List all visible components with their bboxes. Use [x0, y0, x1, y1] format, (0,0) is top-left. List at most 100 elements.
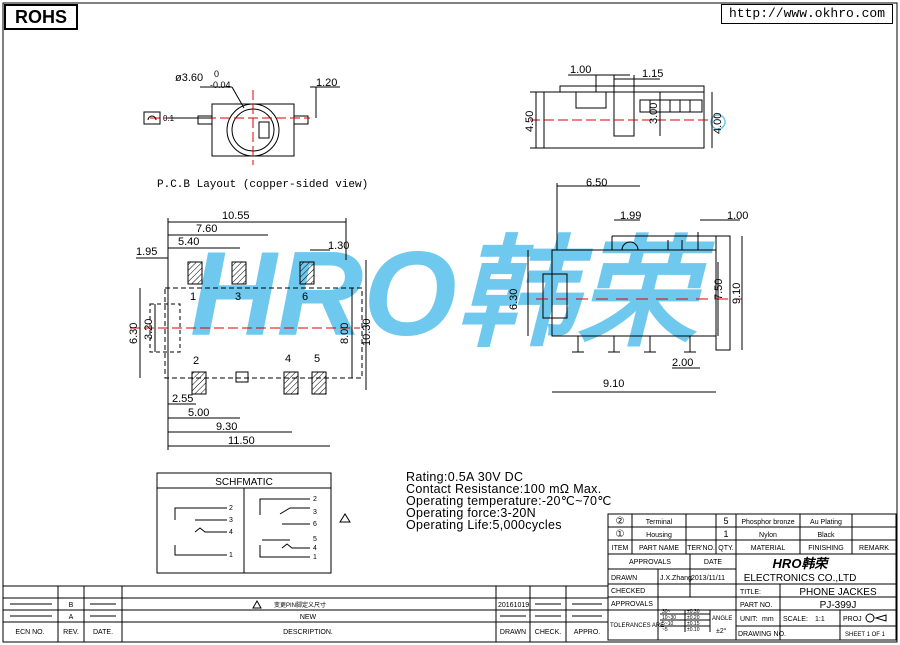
- dim-5-40: 5.40: [178, 236, 199, 248]
- tb-part-no-label: PART NO.: [740, 602, 772, 609]
- tol-range-4: ~5: [662, 627, 668, 633]
- spec-operating-life: Operating Life:5,000cycles: [406, 518, 562, 532]
- bom-header-ter-no: TER'NO.: [687, 545, 715, 552]
- dim-4-50: 4.50: [524, 111, 536, 132]
- tb-date-header: DATE: [704, 559, 722, 566]
- dim-1-00-top: 1.00: [570, 64, 591, 76]
- rev-a-desc: NEW: [300, 614, 317, 621]
- dim-1-95: 1.95: [136, 246, 157, 258]
- pin-label-5: 5: [314, 353, 320, 365]
- rev-b: B: [69, 602, 74, 609]
- rev-b-desc: 变更PIN脚定义尺寸: [274, 601, 326, 609]
- tb-drawn-by: J.X.Zhang: [660, 575, 692, 582]
- sch-right-pin-3: 3: [313, 509, 317, 516]
- tb-company: ELECTRONICS CO.,LTD: [744, 573, 857, 584]
- watermark-text: HRO韩荣: [190, 227, 716, 361]
- pcb-footprint: [130, 218, 367, 450]
- dim-0-1: 0.1: [163, 114, 175, 123]
- rev-header-drawn: DRAWN: [500, 629, 526, 636]
- dim-3-20: 3.20: [143, 319, 155, 340]
- tb-title: PHONE JACKES: [799, 587, 877, 598]
- tb-approvals-header: APPROVALS: [629, 559, 671, 566]
- schematic-box: [156, 472, 351, 574]
- pin-label-6: 6: [302, 291, 308, 303]
- bom-material-housing: Nylon: [759, 532, 777, 539]
- bom-name-terminal: Terminal: [646, 519, 673, 526]
- spec-contact-resistance: Contact Resistance:100 mΩ Max.: [406, 482, 602, 496]
- tb-title-label: TITLE:: [740, 589, 761, 596]
- spec-rating: Rating:0.5A 30V DC: [406, 470, 524, 484]
- dim-5-00: 5.00: [188, 407, 209, 419]
- tb-unit: mm: [762, 616, 774, 623]
- tb-angle-label: ANGLE: [712, 616, 732, 622]
- rev-a: A: [69, 614, 74, 621]
- tb-unit-label: UNIT:: [740, 616, 758, 623]
- rev-header-date: DATE.: [93, 629, 113, 636]
- dim-7-60: 7.60: [196, 223, 217, 235]
- bom-finish-housing: Black: [817, 532, 835, 539]
- rev-header-check: CHECK.: [535, 629, 562, 636]
- dim-diameter-tol-bot: -0.04: [210, 80, 231, 90]
- bom-qty-housing: 1: [723, 529, 728, 539]
- tol-range-3: 5~10: [662, 621, 673, 627]
- tol-value-3: ±0.15: [687, 621, 700, 627]
- pin-label-4: 4: [285, 353, 291, 365]
- specifications: Rating:0.5A 30V DC Contact Resistance:10…: [406, 470, 612, 532]
- tol-value-2: ±0.20: [687, 615, 700, 621]
- pin-label-1: 1: [190, 291, 196, 303]
- tb-tolerances-label: TOLERANCES ARE: [610, 623, 664, 629]
- tb-scale-label: SCALE:: [783, 616, 808, 623]
- bom-header-qty: QTY.: [718, 545, 733, 552]
- bom-header-part-name: PART NAME: [639, 545, 679, 552]
- tb-drawn-label: DRAWN: [611, 575, 637, 582]
- tol-range-2: 10~30: [662, 615, 676, 621]
- sch-left-pin-3: 3: [229, 517, 233, 524]
- sch-right-pin-1: 1: [313, 554, 317, 561]
- bom-header-material: MATERIAL: [751, 545, 786, 552]
- dim-2-55: 2.55: [172, 393, 193, 405]
- dim-6-30-pcb: 6.30: [128, 323, 140, 344]
- revision-table: [3, 585, 608, 642]
- tb-sheet: SHEET 1 OF 1: [845, 632, 886, 638]
- tb-part-no: PJ-399J: [820, 600, 857, 611]
- dim-9-30: 9.30: [216, 421, 237, 433]
- dim-1-99: 1.99: [620, 210, 641, 222]
- sch-right-pin-2: 2: [313, 496, 317, 503]
- title-block: [607, 553, 897, 641]
- tb-proj-label: PROJ: [843, 616, 862, 623]
- dim-diameter: ø3.60: [175, 72, 203, 84]
- dim-11-50: 11.50: [228, 435, 255, 447]
- dim-9-10-side: 9.10: [731, 283, 743, 304]
- top-view-right: [527, 183, 743, 393]
- sch-left-pin-4: 4: [229, 529, 233, 536]
- rev-header-description: DESCRIPTION.: [283, 629, 333, 636]
- tol-range-1: 30~: [662, 609, 671, 615]
- pcb-layout-caption: P.C.B Layout (copper-sided view): [157, 179, 369, 191]
- rev-header-ecn: ECN NO.: [15, 629, 44, 636]
- tb-scale: 1:1: [815, 616, 825, 623]
- dim-10-55: 10.55: [222, 210, 250, 222]
- watermark-logo: HRO韩荣: [190, 114, 726, 361]
- tol-value-4: ±0.10: [687, 627, 700, 633]
- side-view-top-left: [143, 86, 340, 165]
- bom-header-finishing: FINISHING: [808, 545, 843, 552]
- website-url: http://www.okhro.com: [721, 4, 893, 24]
- sch-right-pin-5: 5: [313, 536, 317, 543]
- dim-4-00: 4.00: [712, 113, 724, 134]
- dim-9-10-bottom: 9.10: [603, 378, 624, 390]
- dim-2-00: 2.00: [672, 357, 693, 369]
- tb-logo: HRO韩荣: [773, 556, 831, 571]
- dim-diameter-tol-top: 0: [214, 69, 219, 79]
- tb-approvals-label: APPROVALS: [611, 601, 653, 608]
- dim-1-20: 1.20: [316, 77, 337, 89]
- tb-checked-label: CHECKED: [611, 588, 645, 595]
- tol-value-1: ±0.30: [687, 609, 700, 615]
- rev-b-date: 20161019: [498, 602, 529, 609]
- bom-item-2: ②: [616, 516, 625, 527]
- bom-qty-terminal: 5: [723, 516, 728, 526]
- schematic-title: SCHFMATIC: [215, 477, 273, 488]
- dim-1-15: 1.15: [642, 68, 663, 80]
- rev-header-rev: REV.: [63, 629, 79, 636]
